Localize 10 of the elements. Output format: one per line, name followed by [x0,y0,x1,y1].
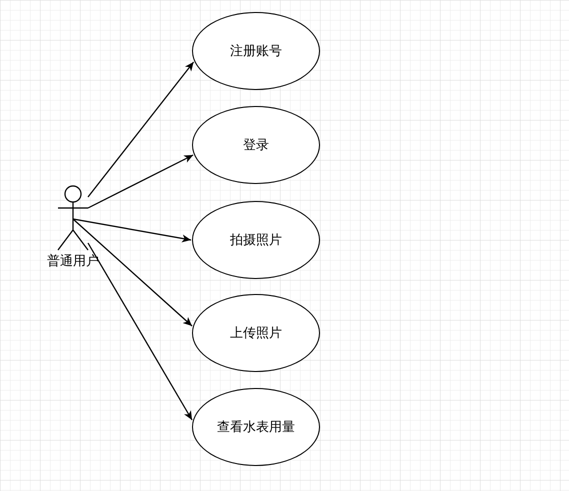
arrow [88,154,194,209]
use-case-label: 拍摄照片 [230,231,282,250]
arrow [87,242,193,420]
arrow [88,62,194,198]
arrow [72,218,192,242]
use-case-label: 查看水表用量 [217,418,295,436]
use-case-label: 上传照片 [230,324,282,342]
use-case-label: 登录 [243,136,269,154]
arrow [72,218,192,326]
use-case-label: 注册账号 [230,42,282,60]
